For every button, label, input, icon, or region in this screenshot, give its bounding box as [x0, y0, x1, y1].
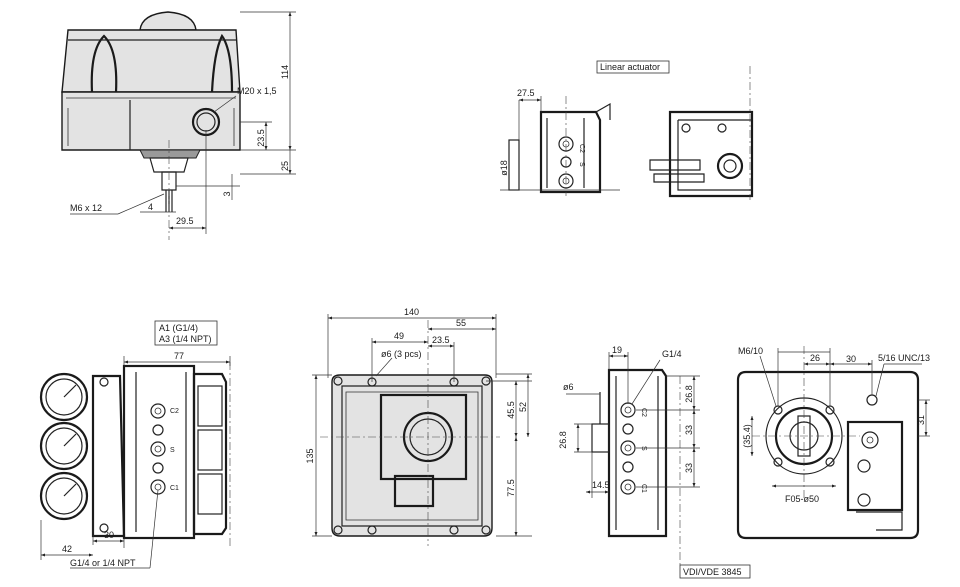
gauge-side-view: C2 S C1 A1 (G1/4) A3 (1/4 NPT) 77 30 42 …: [39, 320, 231, 569]
dim-29-5-label: 29.5: [176, 216, 194, 226]
dim-42-label: 42: [62, 544, 72, 554]
port-view-c1-label: C1: [640, 484, 647, 493]
dim-31-label: 31: [916, 415, 926, 425]
a3-label: A3 (1/4 NPT): [159, 334, 212, 344]
g14-or-npt-label: G1/4 or 1/4 NPT: [70, 558, 136, 568]
linear-port-c2-label: C2: [578, 144, 585, 153]
dia6-3pcs-label: ø6 (3 pcs): [381, 349, 422, 359]
dim-140-label: 140: [404, 307, 419, 317]
dim-26-8-right-label: 26.8: [684, 385, 694, 403]
dia18-label: ø18: [499, 160, 509, 176]
vdi-label: VDI/VDE 3845: [683, 567, 742, 577]
dim-30-right-label: 30: [846, 354, 856, 364]
dim-25-label: 25: [280, 161, 290, 171]
port-view-c2-label: C2: [640, 408, 647, 417]
gauge-port-c1-label: C1: [170, 485, 179, 492]
side-elevation-view: 114 25 23.5 M20 x 1,5 3 4 29.5 M6 x 12: [61, 11, 296, 240]
linear-actuator-view: Linear actuator C2 S 27.5 ø18: [499, 60, 754, 200]
dim-30-bottom-left-label: 30: [104, 530, 114, 540]
unc-label: 5/16 UNC/13: [878, 353, 930, 363]
linear-port-s-label: S: [578, 162, 585, 167]
a1-label: A1 (G1/4): [159, 323, 198, 333]
dim-23-5-vertical-label: 23.5: [256, 129, 266, 147]
linear-actuator-label: Linear actuator: [600, 62, 660, 72]
port-side-view: C2 S C1 VDI/VDE 3845 19 G1/4 ø6 26.8 14.…: [558, 345, 751, 579]
dim-26-label: 26: [810, 353, 820, 363]
dim-19-label: 19: [612, 345, 622, 355]
dim-33-upper-label: 33: [684, 425, 694, 435]
g14-label: G1/4: [662, 349, 682, 359]
dim-4-label: 4: [148, 202, 153, 212]
dim-52-label: 52: [518, 402, 528, 412]
dim-27-5-label: 27.5: [517, 88, 535, 98]
m6-10-label: M6/10: [738, 346, 763, 356]
f05-label: F05-ø50: [785, 494, 819, 504]
dim-23-5-horizontal-label: 23.5: [432, 335, 450, 345]
dim-77-5-label: 77.5: [506, 479, 516, 497]
dia6-label: ø6: [563, 382, 574, 392]
port-view-s-label: S: [640, 446, 647, 451]
gauge-port-s-label: S: [170, 447, 175, 454]
dim-135-label: 135: [305, 448, 315, 463]
m6x12-label: M6 x 12: [70, 203, 102, 213]
dim-77-label: 77: [174, 351, 184, 361]
mounting-view: F05-ø50 26 30 M6/10 5/16 UNC/13 31 (35.4…: [736, 346, 930, 540]
gauge-port-c2-label: C2: [170, 408, 179, 415]
dim-45-5-label: 45.5: [506, 401, 516, 419]
dim-33-lower-label: 33: [684, 463, 694, 473]
dim-3-label: 3: [222, 191, 232, 196]
dim-26-8-left-label: 26.8: [558, 431, 568, 449]
dim-35-4-label: (35.4): [742, 424, 752, 448]
dim-14-5-label: 14.5: [592, 480, 610, 490]
dim-114-label: 114: [280, 65, 290, 79]
m20-label: M20 x 1,5: [237, 86, 277, 96]
dim-49-label: 49: [394, 331, 404, 341]
front-view: 140 55 49 23.5 ø6 (3 pcs) 45.5 52 77.5 1…: [305, 307, 532, 546]
dim-55-label: 55: [456, 318, 466, 328]
